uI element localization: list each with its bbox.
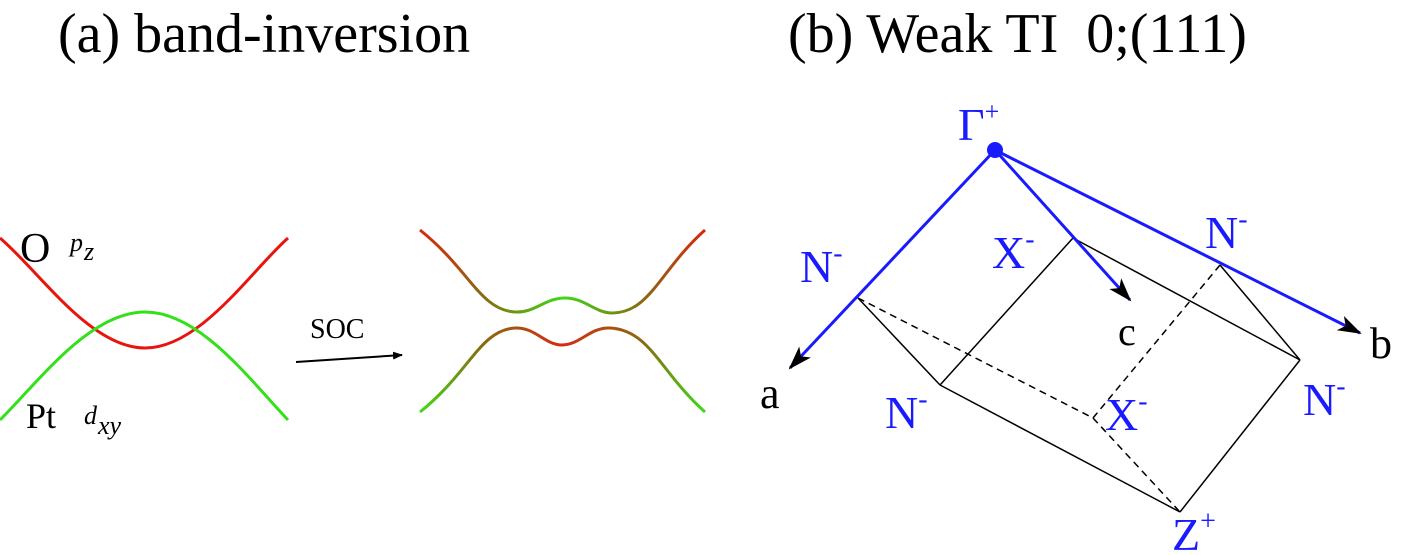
edge xyxy=(1179,359,1301,513)
edge xyxy=(857,297,1094,419)
z-sup: + xyxy=(1200,506,1216,537)
pt-orbital-sub: xy xyxy=(97,411,122,440)
edge xyxy=(1072,237,1301,361)
panel-a-title: (a) band-inversion xyxy=(58,3,470,65)
pt-dxy-band xyxy=(0,310,290,422)
x-mid-label: X- xyxy=(1105,386,1148,440)
soc-label: SOC xyxy=(310,314,364,345)
x-letter: X xyxy=(1105,389,1138,440)
panel-b-title: (b) Weak TI 0;(111) xyxy=(788,3,1247,65)
edge xyxy=(939,384,1181,513)
x-letter: X xyxy=(992,227,1025,278)
upper-hybrid-band xyxy=(419,228,706,315)
panel-b: (b) Weak TI 0;(111) Γ+ N- X- N- N- X- xyxy=(760,3,1392,555)
edge xyxy=(1219,264,1301,361)
axis-c-label: c xyxy=(1118,309,1136,354)
n-right-label: N- xyxy=(1303,371,1346,425)
o-label: O xyxy=(20,226,50,272)
n-top-left-label: N- xyxy=(800,238,843,292)
n-sup: - xyxy=(918,384,927,415)
n-sup: - xyxy=(1238,204,1247,235)
o-orbital-sub: z xyxy=(83,237,94,266)
gamma-label: Γ+ xyxy=(958,97,999,150)
axis-c-line xyxy=(993,148,1132,302)
pt-orbital-label: dxy xyxy=(84,401,122,440)
axis-a-line xyxy=(788,148,997,370)
n-sup: - xyxy=(833,238,842,269)
edge xyxy=(1092,417,1181,513)
o-orbital-label: pz xyxy=(68,228,94,266)
o-orbital-letter: p xyxy=(68,228,83,257)
gamma-sup: + xyxy=(985,97,1000,126)
n-letter: N xyxy=(1303,374,1336,425)
n-letter: N xyxy=(885,387,918,438)
edge xyxy=(939,237,1074,386)
gamma-letter: Γ xyxy=(958,99,985,150)
edge xyxy=(857,297,941,386)
z-label: Z+ xyxy=(1172,506,1216,555)
axis-b-line xyxy=(994,148,1362,335)
x-top-label: X- xyxy=(992,224,1035,278)
n-letter: N xyxy=(800,241,833,292)
brillouin-zone-edges xyxy=(857,237,1301,513)
n-letter: N xyxy=(1205,207,1238,258)
z-letter: Z xyxy=(1172,509,1200,555)
lower-hybrid-band xyxy=(419,326,706,414)
n-mid-label: N- xyxy=(885,384,928,438)
pt-orbital-letter: d xyxy=(84,401,98,430)
axis-b-label: b xyxy=(1370,319,1392,368)
gamma-point xyxy=(987,142,1003,158)
n-sup: - xyxy=(1336,371,1345,402)
x-sup: - xyxy=(1138,386,1147,417)
x-sup: - xyxy=(1025,224,1034,255)
edge xyxy=(1092,264,1221,419)
soc-arrow xyxy=(295,351,403,363)
axis-a-label: a xyxy=(760,369,780,418)
panel-a: (a) band-inversion O pz Pt dxy SOC xyxy=(0,3,706,440)
reciprocal-axes xyxy=(788,148,1362,370)
o-pz-band xyxy=(0,236,290,350)
n-top-right-label: N- xyxy=(1205,204,1248,258)
pt-label: Pt xyxy=(26,396,56,436)
